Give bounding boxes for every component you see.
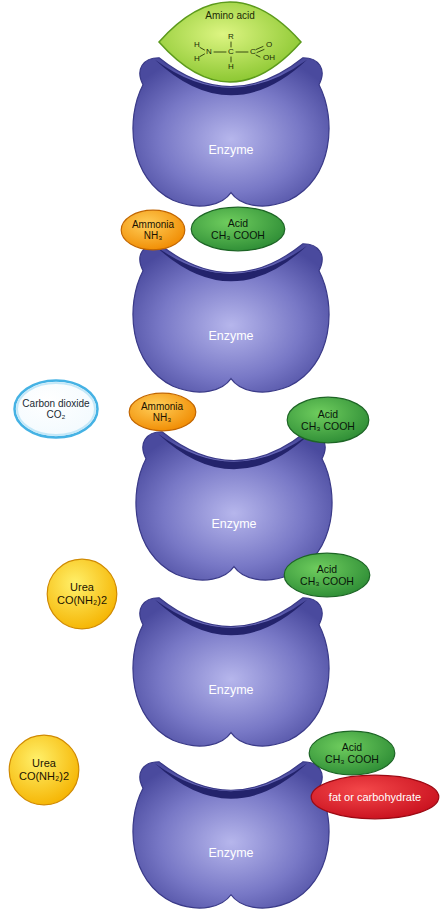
molecule-body bbox=[309, 731, 395, 775]
enzyme-body bbox=[133, 762, 329, 908]
molecule-name: Acid bbox=[301, 408, 355, 420]
bond-line bbox=[231, 42, 232, 47]
text-stack: Carbon dioxideCO₂ bbox=[22, 398, 89, 421]
formula-atom: OH bbox=[263, 54, 275, 62]
enzyme-body bbox=[133, 58, 329, 206]
molecule-formula: CH₃ COOH bbox=[300, 575, 354, 587]
text-stack: Enzyme bbox=[208, 329, 253, 343]
text-stack: fat or carbohydrate bbox=[329, 791, 421, 804]
formula-atom: O bbox=[266, 41, 272, 49]
molecule-name: Urea bbox=[57, 581, 107, 594]
molecule-body bbox=[287, 397, 369, 443]
text-stack: Enzyme bbox=[208, 846, 253, 860]
urea-molecule: UreaCO(NH₂)2 bbox=[46, 558, 118, 630]
bond-line bbox=[200, 48, 205, 51]
enzyme-body bbox=[133, 244, 329, 392]
formula-atom: H bbox=[194, 41, 200, 49]
urea-molecule: UreaCO(NH₂)2 bbox=[8, 734, 80, 806]
molecule-formula: CH₃ COOH bbox=[301, 420, 355, 432]
enzyme-label: Enzyme bbox=[211, 517, 256, 531]
carbon-dioxide-molecule: Carbon dioxideCO₂ bbox=[12, 378, 100, 440]
enzyme-mouth-rim bbox=[155, 764, 307, 799]
text-stack: AcidCH₃ COOH bbox=[325, 741, 379, 765]
enzyme-mouth-rim bbox=[158, 434, 310, 470]
text-stack: Enzyme bbox=[208, 143, 253, 157]
molecule-body bbox=[191, 207, 285, 251]
enzyme-label: Enzyme bbox=[208, 683, 253, 697]
acid-molecule: AcidCH₃ COOH bbox=[308, 730, 396, 776]
enzyme-mouth-rim bbox=[155, 246, 307, 282]
molecule-formula: CH₃ COOH bbox=[325, 753, 379, 765]
bond-line bbox=[214, 52, 226, 53]
text-stack: AmmoniaNH₃ bbox=[141, 401, 183, 424]
molecule-body bbox=[9, 735, 79, 805]
text-stack: UreaCO(NH₂)2 bbox=[57, 581, 107, 606]
formula-atom: C bbox=[228, 48, 234, 56]
acid-molecule: AcidCH₃ COOH bbox=[286, 396, 370, 444]
text-stack: AcidCH₃ COOH bbox=[301, 408, 355, 432]
acid-molecule: AcidCH₃ COOH bbox=[283, 552, 371, 598]
bond-line bbox=[200, 54, 205, 57]
molecule-body bbox=[15, 381, 98, 438]
molecule-body bbox=[121, 210, 185, 250]
molecule-name: Ammonia bbox=[132, 219, 174, 231]
formula-atom: H bbox=[228, 63, 234, 71]
text-stack: AmmoniaNH₃ bbox=[132, 219, 174, 242]
molecule-body bbox=[129, 393, 196, 431]
bond-line bbox=[256, 55, 260, 57]
bond-line bbox=[257, 50, 264, 53]
enzyme-outline bbox=[133, 238, 329, 394]
acid-molecule: AcidCH₃ COOH bbox=[190, 206, 286, 252]
text-stack: AcidCH₃ COOH bbox=[211, 217, 265, 241]
molecule-name: Ammonia bbox=[141, 401, 183, 413]
enzyme-shape: Enzyme bbox=[133, 756, 329, 910]
amino-acid-leaf: Amino acidRHNCCOHHOH bbox=[155, 0, 305, 84]
molecule-formula: NH₃ bbox=[132, 230, 174, 242]
molecule-formula: CH₃ COOH bbox=[211, 229, 265, 241]
molecule-body bbox=[47, 559, 117, 629]
molecule-formula: CO(NH₂)2 bbox=[57, 594, 107, 607]
text-stack: AcidCH₃ COOH bbox=[300, 563, 354, 587]
enzyme-label: Enzyme bbox=[208, 143, 253, 157]
formula-atom: C bbox=[250, 48, 256, 56]
molecule-formula: CO(NH₂)2 bbox=[19, 770, 69, 783]
enzyme-label: Enzyme bbox=[208, 329, 253, 343]
enzyme-mouth-rim bbox=[155, 600, 307, 636]
bond-line bbox=[236, 52, 248, 53]
bond-line bbox=[231, 57, 232, 62]
text-stack: UreaCO(NH₂)2 bbox=[19, 757, 69, 782]
molecule-body bbox=[311, 775, 439, 819]
enzyme-outline bbox=[133, 756, 329, 910]
text-stack: Enzyme bbox=[211, 517, 256, 531]
formula-atom: H bbox=[194, 55, 200, 63]
molecule-name: Acid bbox=[300, 563, 354, 575]
molecule-formula: CO₂ bbox=[22, 409, 89, 421]
ammonia-molecule: AmmoniaNH₃ bbox=[120, 209, 186, 251]
molecule-name: Carbon dioxide bbox=[22, 398, 89, 410]
molecule-name: Urea bbox=[19, 757, 69, 770]
molecule-body bbox=[284, 553, 370, 597]
enzyme-label: Enzyme bbox=[208, 846, 253, 860]
text-stack: Enzyme bbox=[208, 683, 253, 697]
fat-carbohydrate-molecule: fat or carbohydrate bbox=[310, 774, 440, 820]
enzyme-shape: Enzyme bbox=[133, 238, 329, 394]
formula-atom: N bbox=[206, 48, 212, 56]
molecule-inner-ring bbox=[17, 383, 95, 435]
molecule-name: Acid bbox=[211, 217, 265, 229]
leaf-shape bbox=[159, 2, 301, 82]
molecule-formula: NH₃ bbox=[141, 412, 183, 424]
enzyme-mouth-rim bbox=[155, 60, 307, 96]
enzyme-outline bbox=[133, 592, 329, 748]
enzyme-shape: Enzyme bbox=[133, 592, 329, 748]
molecule-name: Acid bbox=[325, 741, 379, 753]
enzyme-body bbox=[133, 598, 329, 746]
bond-line bbox=[256, 47, 263, 50]
ammonia-molecule: AmmoniaNH₃ bbox=[128, 392, 197, 432]
formula-atom: R bbox=[228, 33, 234, 41]
molecule-name: Amino acid bbox=[205, 11, 254, 21]
molecule-name: fat or carbohydrate bbox=[329, 791, 421, 804]
